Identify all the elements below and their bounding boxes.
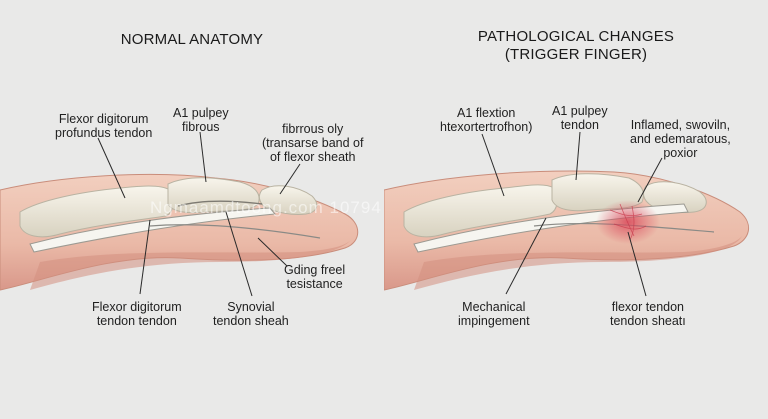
label-a1-flexion: A1 flextion htexortertrofhon) bbox=[440, 106, 532, 134]
watermark: Ngmaamdtoong.com 10794 bbox=[150, 198, 382, 218]
label-a1-pulley-tendon: A1 pulpey tendon bbox=[552, 104, 608, 132]
label-line: fibrous bbox=[173, 120, 229, 134]
label-mechanical-impingement: Mechanical impingement bbox=[458, 300, 530, 328]
label-synovial-sheath: Synovial tendon sheah bbox=[213, 300, 289, 328]
label-line: of flexor sheath bbox=[262, 150, 363, 164]
label-line: fibrrous oly bbox=[262, 122, 363, 136]
label-flexor-digitorum-tendon: Flexor digitorum tendon tendon bbox=[92, 300, 182, 328]
label-line: (transarse band of bbox=[262, 136, 363, 150]
label-line: tendon sheah bbox=[213, 314, 289, 328]
label-line: poxior bbox=[630, 146, 731, 160]
label-inflamed-swollen: Inflamed, swoviln, and edemaratous, poxi… bbox=[630, 118, 731, 160]
pathological-changes-panel: PATHOLOGICAL CHANGES (TRIGGER FINGER) bbox=[384, 0, 768, 419]
label-line: htexortertrofhon) bbox=[440, 120, 532, 134]
label-line: Mechanical bbox=[458, 300, 530, 314]
label-line: tendon sheatı bbox=[610, 314, 686, 328]
label-line: Flexor digitorum bbox=[55, 112, 152, 126]
label-line: profundus tendon bbox=[55, 126, 152, 140]
label-line: flexor tendon bbox=[610, 300, 686, 314]
label-line: tesistance bbox=[284, 277, 345, 291]
label-line: and edemaratous, bbox=[630, 132, 731, 146]
inflamed-nodule bbox=[596, 200, 660, 244]
label-flexor-tendon-sheath: flexor tendon tendon sheatı bbox=[610, 300, 686, 328]
label-line: tendon bbox=[552, 118, 608, 132]
label-line: Inflamed, swoviln, bbox=[630, 118, 731, 132]
label-line: Gding freel bbox=[284, 263, 345, 277]
trigger-finger-illustration bbox=[384, 0, 768, 419]
label-line: A1 flextion bbox=[440, 106, 532, 120]
label-line: impingement bbox=[458, 314, 530, 328]
leader-a1 bbox=[200, 132, 206, 182]
label-transverse-band: fibrrous oly (transarse band of of flexo… bbox=[262, 122, 363, 164]
label-line: A1 pulpey bbox=[552, 104, 608, 118]
label-flexor-digitorum-profundus: Flexor digitorum profundus tendon bbox=[55, 112, 152, 140]
label-line: Flexor digitorum bbox=[92, 300, 182, 314]
label-a1-pulley: A1 pulpey fibrous bbox=[173, 106, 229, 134]
label-line: A1 pulpey bbox=[173, 106, 229, 120]
label-gliding-freely: Gding freel tesistance bbox=[284, 263, 345, 291]
label-line: Synovial bbox=[213, 300, 289, 314]
label-line: tendon tendon bbox=[92, 314, 182, 328]
